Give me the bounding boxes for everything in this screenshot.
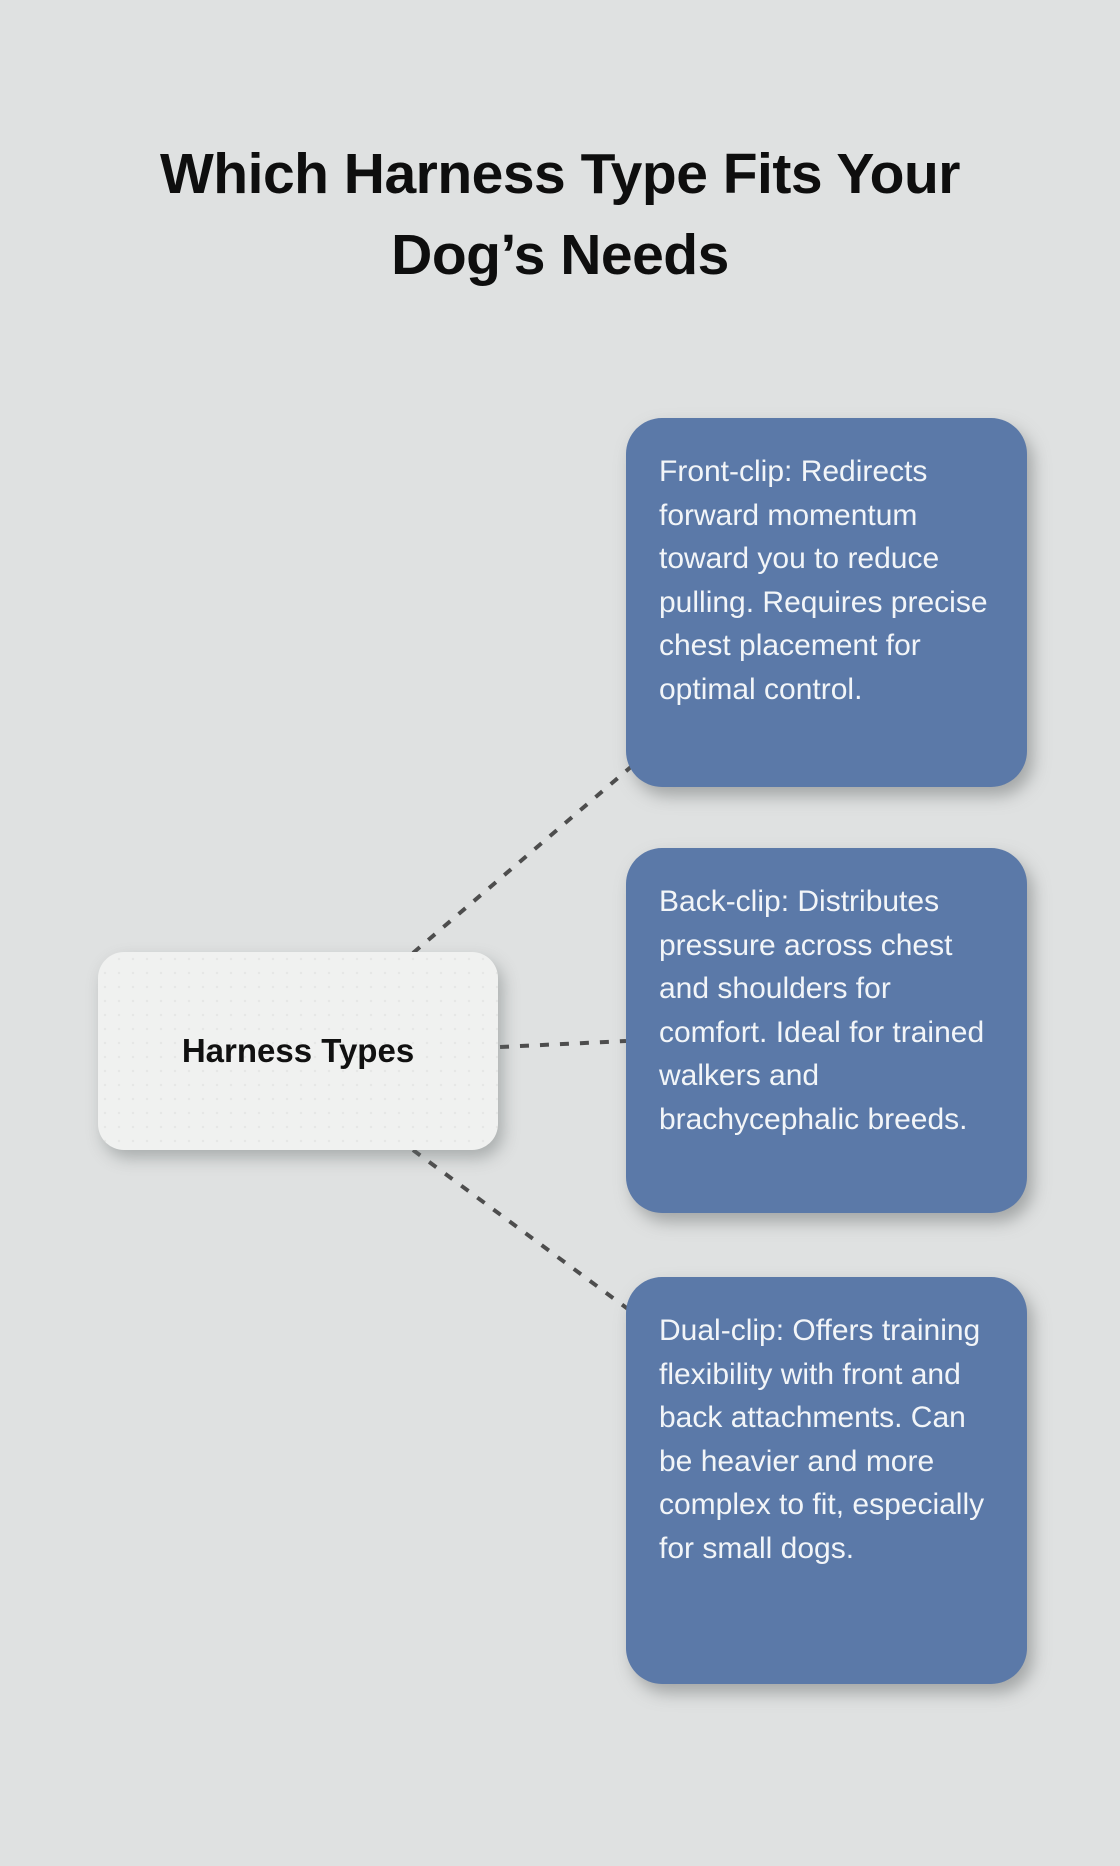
branch-front-clip-text: Front-clip: Redirects forward momentum t…	[659, 455, 988, 706]
branch-front-clip: Front-clip: Redirects forward momentum t…	[626, 418, 1027, 787]
center-node-label: Harness Types	[181, 1032, 415, 1069]
connector-dual-clip	[411, 1148, 634, 1314]
branch-dual-clip-text: Dual-clip: Offers training flexibility w…	[659, 1314, 985, 1565]
page-title: Which Harness Type Fits Your Dog’s Needs	[159, 142, 961, 288]
branch-back-clip-text: Back-clip: Distributes pressure across c…	[659, 885, 985, 1136]
connector-front-clip	[411, 764, 634, 955]
branch-back-clip: Back-clip: Distributes pressure across c…	[626, 848, 1027, 1213]
branch-dual-clip: Dual-clip: Offers training flexibility w…	[626, 1277, 1027, 1684]
connector-back-clip	[499, 1039, 627, 1049]
center-node-harness-types: Harness Types	[98, 952, 498, 1150]
